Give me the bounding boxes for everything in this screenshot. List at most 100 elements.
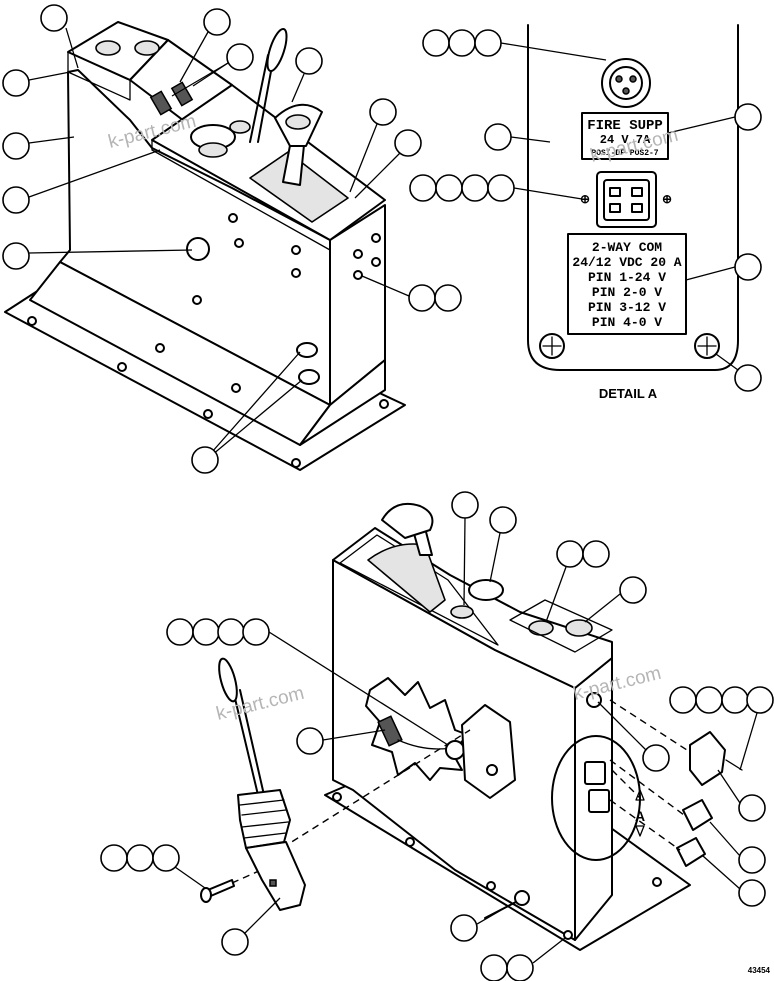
lower-button — [565, 619, 593, 637]
callout-bubble — [487, 174, 515, 202]
callout-bubble — [451, 491, 479, 519]
detail-caption: DETAIL A — [599, 386, 658, 401]
upper-shift-gate — [249, 151, 349, 223]
callout-bubble — [100, 844, 128, 872]
callout-bubble — [746, 686, 774, 714]
lower-throttle-grip — [218, 657, 238, 703]
leader-line — [489, 532, 501, 583]
leader-line — [322, 729, 386, 741]
com-connector-face — [603, 179, 650, 221]
upper-callouts — [2, 4, 462, 474]
callout-bubble — [203, 8, 231, 36]
callout-bubble — [126, 844, 154, 872]
callout-bubble — [435, 174, 463, 202]
fire-connector-pin — [622, 87, 630, 95]
upper-console-foot — [299, 359, 386, 446]
callout-bubble — [734, 364, 762, 392]
com-label-line: 24/12 VDC 20 A — [572, 255, 681, 270]
callout-bubble — [619, 576, 647, 604]
callout-bubble — [738, 846, 766, 874]
lower-connector-exploded — [682, 799, 713, 831]
com-label-plate — [567, 233, 687, 335]
upper-mushroom-base — [198, 142, 228, 158]
callout-bubble — [192, 618, 220, 646]
leader-line — [361, 275, 410, 297]
callout-bubble — [642, 744, 670, 772]
lower-button — [528, 620, 554, 636]
upper-bolt — [234, 238, 244, 248]
lower-shift-grip — [381, 502, 434, 539]
callout-bubble — [450, 914, 478, 942]
lower-gasket — [461, 704, 516, 799]
callout-bubble — [721, 686, 749, 714]
upper-knob-2 — [134, 40, 160, 56]
upper-connector-2 — [298, 369, 320, 385]
callout-bubble — [394, 129, 422, 157]
lower-side-connector — [588, 789, 610, 813]
callout-bubble — [408, 284, 436, 312]
callout-bubble — [422, 29, 450, 57]
section-marker: A — [635, 808, 645, 824]
upper-bolt — [353, 270, 363, 280]
fire-supp-label-line1: FIRE SUPP — [587, 118, 663, 134]
lower-gasket-hole — [486, 764, 498, 776]
lower-plate-bolt — [563, 930, 573, 940]
callout-bubble — [295, 47, 323, 75]
upper-plate-bolt — [379, 399, 389, 409]
upper-knob-1 — [95, 40, 121, 56]
leader-line — [211, 379, 303, 456]
leader-line — [500, 42, 607, 61]
leader-line — [545, 566, 567, 623]
callout-bubble — [480, 954, 508, 981]
upper-plate-bolt — [291, 458, 301, 468]
lower-bolt-head — [200, 887, 212, 903]
callout-bubble — [369, 98, 397, 126]
upper-side-plug — [186, 237, 210, 261]
leader-line — [211, 351, 301, 453]
drawing-number: 43454 — [748, 966, 771, 975]
com-connector-screw: ⊕ — [662, 192, 672, 206]
fire-connector-pin — [615, 75, 623, 83]
lower-section-arrow-head — [635, 789, 645, 801]
assembly-line — [609, 699, 691, 753]
callout-bubble — [217, 618, 245, 646]
callout-bubble — [191, 446, 219, 474]
leader-line — [667, 116, 736, 134]
callout-bubble — [2, 69, 30, 97]
lower-mushroom — [468, 579, 504, 601]
leader-line — [268, 631, 449, 746]
detail-a-panel: FIRE SUPP 24 V 7A POSI-DF POS2-7 ⊕ ⊕ 2-W… — [527, 24, 739, 401]
leader-line — [715, 353, 739, 371]
upper-small-button — [229, 120, 251, 134]
upper-bolt — [155, 343, 165, 353]
fire-supp-label-line2: 24 V 7A — [600, 133, 651, 147]
callout-bubble — [734, 103, 762, 131]
callout-bubble — [40, 4, 68, 32]
leader-line — [244, 897, 281, 934]
callout-bubble — [448, 29, 476, 57]
leader-line — [476, 901, 516, 925]
callout-bubble — [296, 727, 324, 755]
com-connector-pin — [609, 187, 621, 197]
com-connector-pin — [609, 203, 621, 213]
lower-section-arrow — [611, 769, 641, 799]
lower-console-assembly: A — [200, 502, 743, 951]
callout-bubble — [221, 928, 249, 956]
upper-bolt — [228, 213, 238, 223]
callout-bubble — [474, 29, 502, 57]
callout-bubble — [734, 253, 762, 281]
callout-bubble — [669, 686, 697, 714]
callout-bubble — [2, 242, 30, 270]
upper-bolt — [231, 383, 241, 393]
callout-bubble — [489, 506, 517, 534]
callout-bubble — [556, 540, 584, 568]
lower-fire-port — [586, 692, 602, 708]
lower-plate-bolt — [486, 881, 496, 891]
leader-line — [702, 855, 741, 890]
lower-boot-ribs — [239, 799, 289, 839]
lower-plate-bolt — [405, 837, 415, 847]
leader-line — [513, 187, 583, 200]
upper-bolt — [291, 268, 301, 278]
assembly-line — [609, 799, 681, 851]
